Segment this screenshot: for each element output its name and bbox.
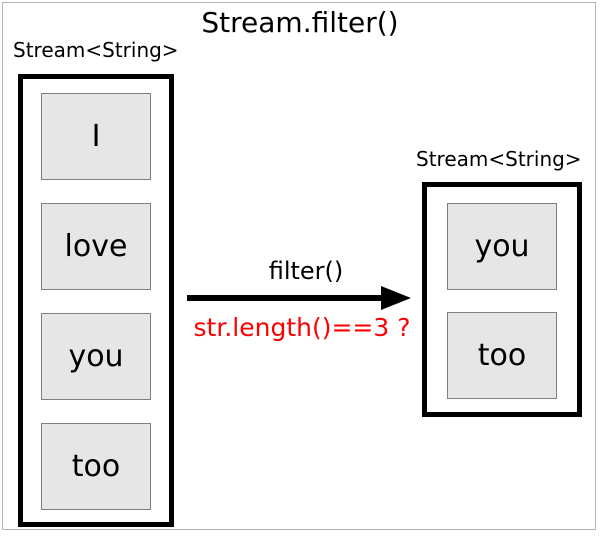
right-stream-type-label: Stream<String> <box>416 147 582 171</box>
stream-item: you <box>447 203 557 290</box>
page-title: Stream.filter() <box>201 6 399 39</box>
stream-item: love <box>41 203 151 290</box>
filter-predicate-label: str.length()==3 ? <box>193 313 411 342</box>
left-stream-type-label: Stream<String> <box>13 38 179 62</box>
right-stream-box: you too <box>422 182 582 417</box>
filter-arrow-icon <box>187 286 411 310</box>
arrow-head <box>381 286 411 310</box>
stream-item: you <box>41 313 151 400</box>
stream-item: too <box>41 423 151 510</box>
filter-operation-label: filter() <box>268 257 344 285</box>
stream-item: I <box>41 93 151 180</box>
canvas-border <box>2 2 596 530</box>
stream-item: too <box>447 312 557 399</box>
left-stream-box: I love you too <box>18 74 174 527</box>
